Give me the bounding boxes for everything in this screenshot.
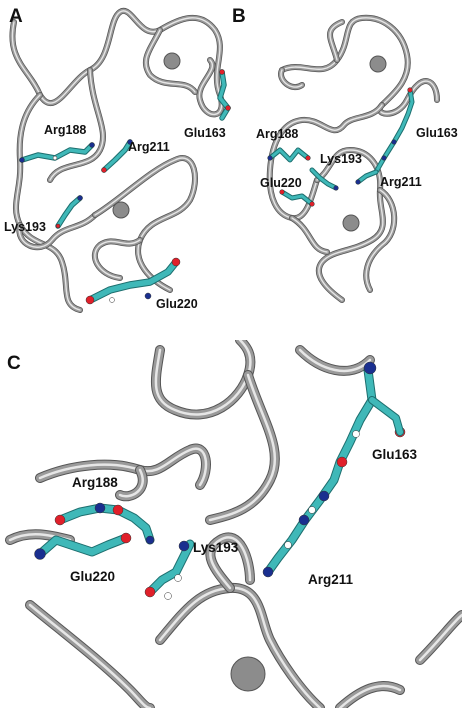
label-glu163-c: Glu163 xyxy=(372,447,418,462)
atom-n xyxy=(94,502,106,514)
label-lys193-b: Lys193 xyxy=(320,152,362,166)
ion-sphere-b-top xyxy=(369,55,387,73)
panel-letter-b: B xyxy=(232,6,246,27)
glu163-side-c xyxy=(369,397,403,435)
atom-n xyxy=(144,292,152,300)
label-arg211-c: Arg211 xyxy=(308,572,354,587)
panel-letter-a: A xyxy=(9,6,23,27)
atom-o xyxy=(336,456,348,468)
atom-o xyxy=(85,295,95,305)
atom-h xyxy=(164,592,172,600)
atom-n xyxy=(127,139,133,145)
label-glu220-c: Glu220 xyxy=(70,569,116,584)
atom-n xyxy=(19,157,25,163)
atom-n xyxy=(298,514,310,526)
arg188-stick-b xyxy=(268,148,310,162)
atom-n xyxy=(34,548,46,560)
glu163-arg211-stick-c xyxy=(264,366,376,576)
panel-c-structure xyxy=(5,340,462,708)
atom-n xyxy=(355,179,361,185)
arg211-stick-b xyxy=(356,170,378,184)
glu220-stick-b xyxy=(280,190,314,206)
atom-o xyxy=(305,155,311,161)
atom-o xyxy=(101,167,107,173)
atom-n xyxy=(262,566,274,578)
label-arg211-a: Arg211 xyxy=(128,140,170,154)
label-arg188-a: Arg188 xyxy=(44,123,87,137)
ion-sphere-b-center xyxy=(342,214,360,232)
arg211-stick-a xyxy=(102,140,132,172)
atom-o xyxy=(55,223,61,229)
atom-h xyxy=(308,506,316,514)
panel-c: C Glu163 Arg188 Lys193 Glu220 Arg211 xyxy=(0,340,462,708)
atom-o xyxy=(54,514,66,526)
atom-o xyxy=(279,189,285,195)
atom-h xyxy=(52,155,58,161)
glu220-stick-c xyxy=(36,534,130,558)
label-glu163-a: Glu163 xyxy=(184,126,226,140)
atom-n xyxy=(333,185,339,191)
glu163-stick-a xyxy=(218,70,230,120)
protein-ribbon-b xyxy=(266,14,440,303)
protein-ribbon-a xyxy=(9,7,225,313)
glu220-stick-a xyxy=(87,259,179,303)
residues-c xyxy=(34,361,406,600)
label-lys193-a: Lys193 xyxy=(4,220,46,234)
atom-o xyxy=(309,201,315,207)
residues-b xyxy=(267,87,415,207)
atom-h xyxy=(284,541,292,549)
lys193-stick-b xyxy=(310,168,338,190)
atom-o xyxy=(225,105,231,111)
atom-n xyxy=(363,361,377,375)
atom-h xyxy=(352,430,360,438)
label-arg188-b: Arg188 xyxy=(256,127,299,141)
lys193-stick-c xyxy=(146,540,194,596)
ion-sphere-a-top xyxy=(163,52,181,70)
label-glu220-a: Glu220 xyxy=(156,297,198,311)
protein-ribbon-c xyxy=(5,340,462,708)
label-glu163-b: Glu163 xyxy=(416,126,458,140)
atom-n xyxy=(318,490,330,502)
label-arg211-b: Arg211 xyxy=(380,175,422,189)
atom-n xyxy=(391,139,397,145)
atom-o xyxy=(219,69,225,75)
atom-h xyxy=(109,297,115,303)
arg188-stick-a xyxy=(20,143,94,162)
label-glu220-b: Glu220 xyxy=(260,176,302,190)
atom-h xyxy=(174,574,182,582)
atom-n xyxy=(267,155,273,161)
atom-o xyxy=(171,257,181,267)
atom-o xyxy=(407,87,413,93)
atom-n xyxy=(77,195,83,201)
atom-n xyxy=(381,155,387,161)
residues-a xyxy=(19,69,231,305)
ion-sphere-a-center xyxy=(112,201,130,219)
panel-b-structure xyxy=(266,14,440,303)
lys193-stick-a xyxy=(56,196,82,228)
atom-o xyxy=(144,586,156,598)
panel-a-structure xyxy=(9,7,231,313)
label-arg188-c: Arg188 xyxy=(72,475,118,490)
atom-n xyxy=(145,535,155,545)
atom-o xyxy=(120,532,132,544)
label-lys193-c: Lys193 xyxy=(193,540,239,555)
panel-b: B Arg188 Glu163 Lys193 Glu220 Arg211 xyxy=(232,0,462,340)
atom-n xyxy=(89,142,95,148)
panel-letter-c: C xyxy=(7,353,21,374)
panel-a: A Arg188 Glu163 Arg211 Lys193 Glu220 xyxy=(0,0,232,340)
atom-n xyxy=(178,540,190,552)
atom-o xyxy=(112,504,124,516)
ion-sphere-c xyxy=(230,656,266,692)
